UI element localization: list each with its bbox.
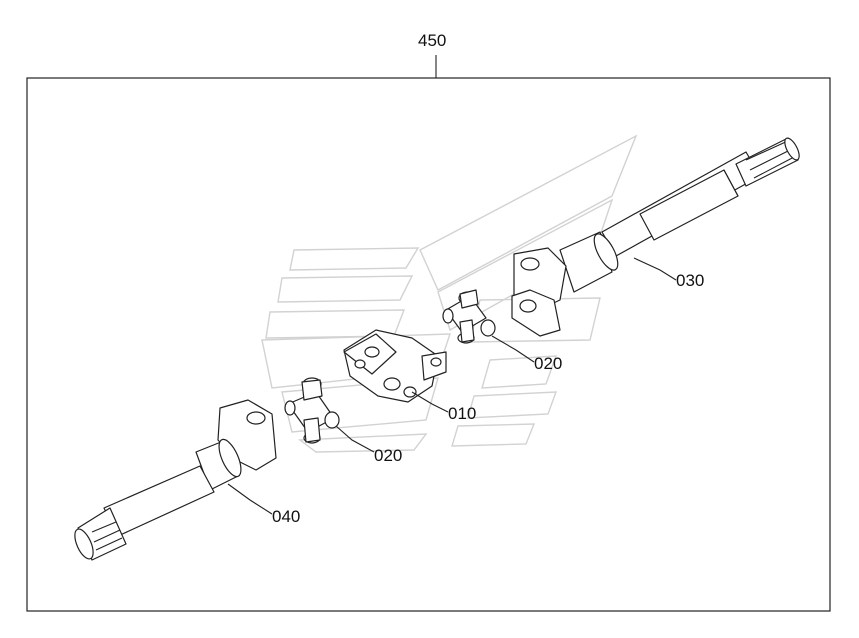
callout-030[interactable]: 030: [676, 271, 704, 290]
callout-040[interactable]: 040: [272, 507, 300, 526]
callout-020-lower[interactable]: 020: [374, 446, 402, 465]
upper-steering-shaft: [511, 137, 800, 337]
lower-splined-shaft: [74, 399, 277, 561]
universal-joint-cross-lower: [284, 377, 340, 444]
universal-joint-cross-upper: [442, 289, 496, 344]
diagram-frame: [26, 77, 831, 612]
assembly-callout-450[interactable]: 450: [418, 31, 446, 50]
callout-010[interactable]: 010: [448, 404, 476, 423]
callout-020-upper[interactable]: 020: [534, 354, 562, 373]
center-coupling-block: [343, 329, 447, 403]
